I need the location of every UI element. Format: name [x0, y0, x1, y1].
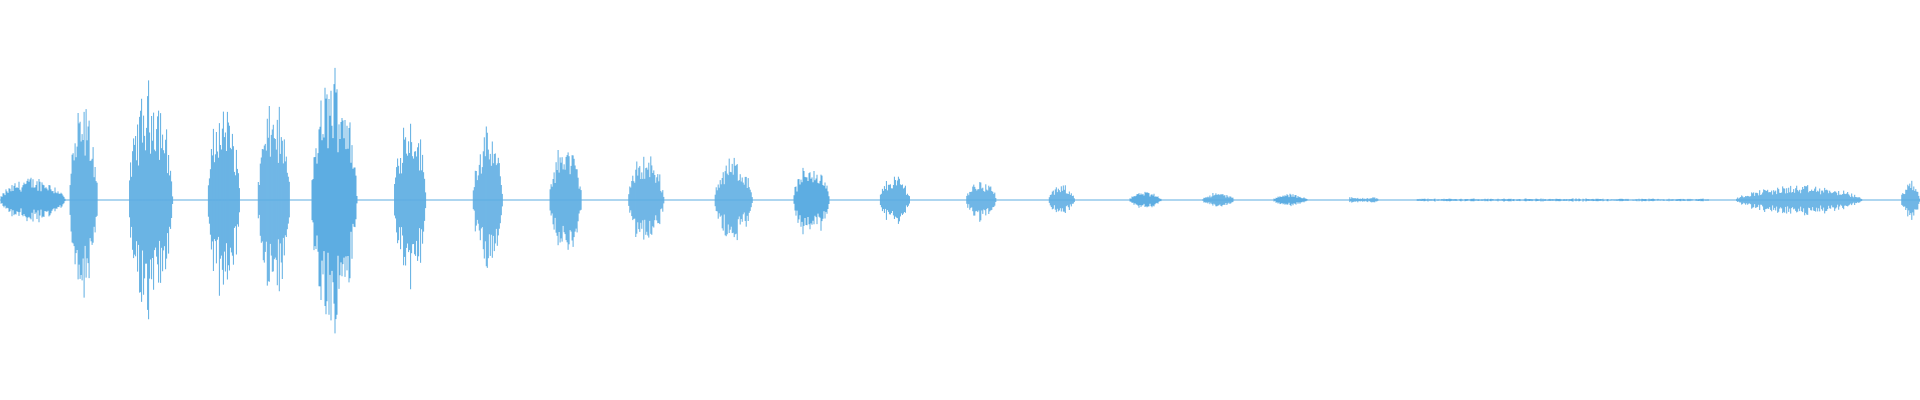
waveform-bars	[0, 67, 1920, 334]
